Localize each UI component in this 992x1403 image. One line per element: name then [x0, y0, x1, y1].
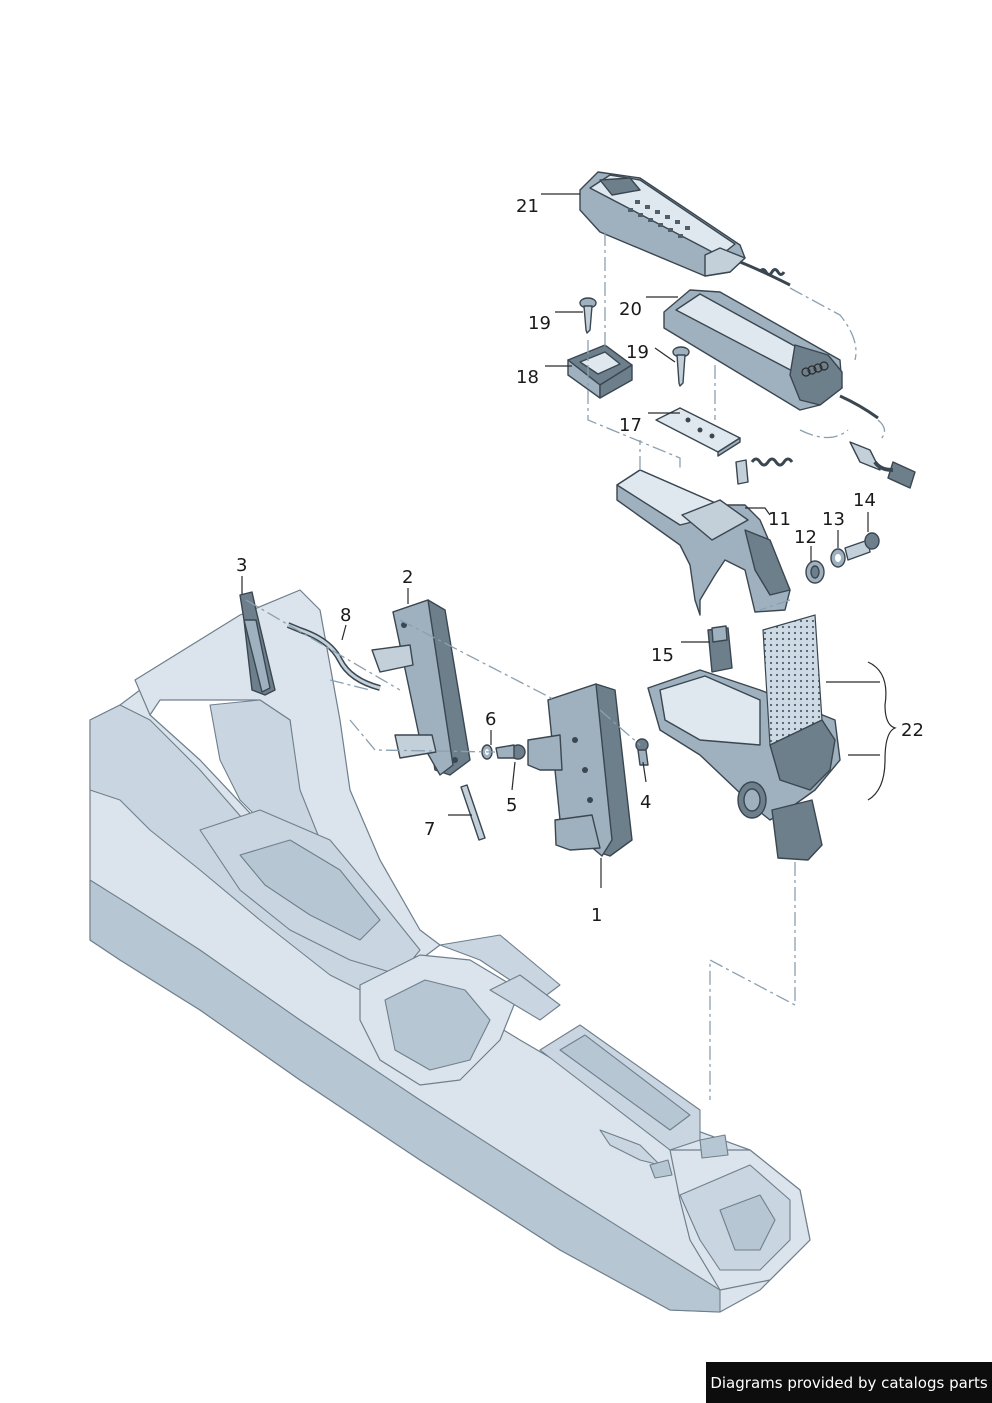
label-19-b: 19 — [626, 342, 649, 363]
label-4: 4 — [640, 792, 651, 813]
cord-plug-a — [735, 459, 749, 485]
part-7-pin — [460, 784, 486, 841]
coiled-cord — [739, 260, 879, 467]
part-13-washer — [830, 548, 846, 568]
label-15: 15 — [651, 645, 674, 666]
label-17: 17 — [619, 415, 642, 436]
credit-banner: Diagrams provided by catalogs parts — [706, 1362, 992, 1403]
part-18-cradle-base — [567, 344, 633, 399]
part-20-phone-cradle — [663, 289, 843, 411]
part-19-screw-b — [672, 346, 690, 387]
part-labels: 21 19 20 19 18 17 11 14 13 12 3 2 8 15 2… — [236, 196, 924, 926]
part-2-mount-housing — [371, 599, 471, 776]
leader-lines — [241, 193, 897, 888]
label-18: 18 — [516, 367, 539, 388]
part-19-screw-a — [579, 297, 597, 334]
part-5-screw — [495, 744, 526, 760]
handset-keypad — [628, 200, 690, 238]
part-22-armrest — [647, 614, 841, 861]
part-14-bolt — [844, 532, 880, 561]
label-2: 2 — [402, 567, 413, 588]
part-12-bushing — [805, 560, 825, 584]
label-12: 12 — [794, 527, 817, 548]
part-21-handset — [579, 171, 746, 277]
label-13: 13 — [822, 509, 845, 530]
label-19-a: 19 — [528, 313, 551, 334]
part-8-cable — [286, 622, 381, 691]
center-console — [89, 589, 811, 1313]
label-1: 1 — [591, 905, 602, 926]
label-20: 20 — [619, 299, 642, 320]
part-15-clip — [707, 625, 733, 673]
part-17-mounting-plate — [655, 407, 741, 457]
label-21: 21 — [516, 196, 539, 217]
label-3: 3 — [236, 555, 247, 576]
label-11: 11 — [768, 509, 791, 530]
part-3-latch-rail — [239, 591, 276, 696]
label-22: 22 — [901, 720, 924, 741]
label-7: 7 — [424, 819, 435, 840]
part-11-support-bracket — [616, 469, 791, 616]
part-1-bracket-plate — [527, 683, 633, 857]
part-4-screw — [635, 738, 649, 766]
alignment-lines — [245, 232, 886, 1100]
label-8: 8 — [340, 605, 351, 626]
label-6: 6 — [485, 709, 496, 730]
cord-plug-b — [849, 441, 916, 489]
label-5: 5 — [506, 795, 517, 816]
four-rings-logo — [801, 361, 829, 377]
label-14: 14 — [853, 490, 876, 511]
